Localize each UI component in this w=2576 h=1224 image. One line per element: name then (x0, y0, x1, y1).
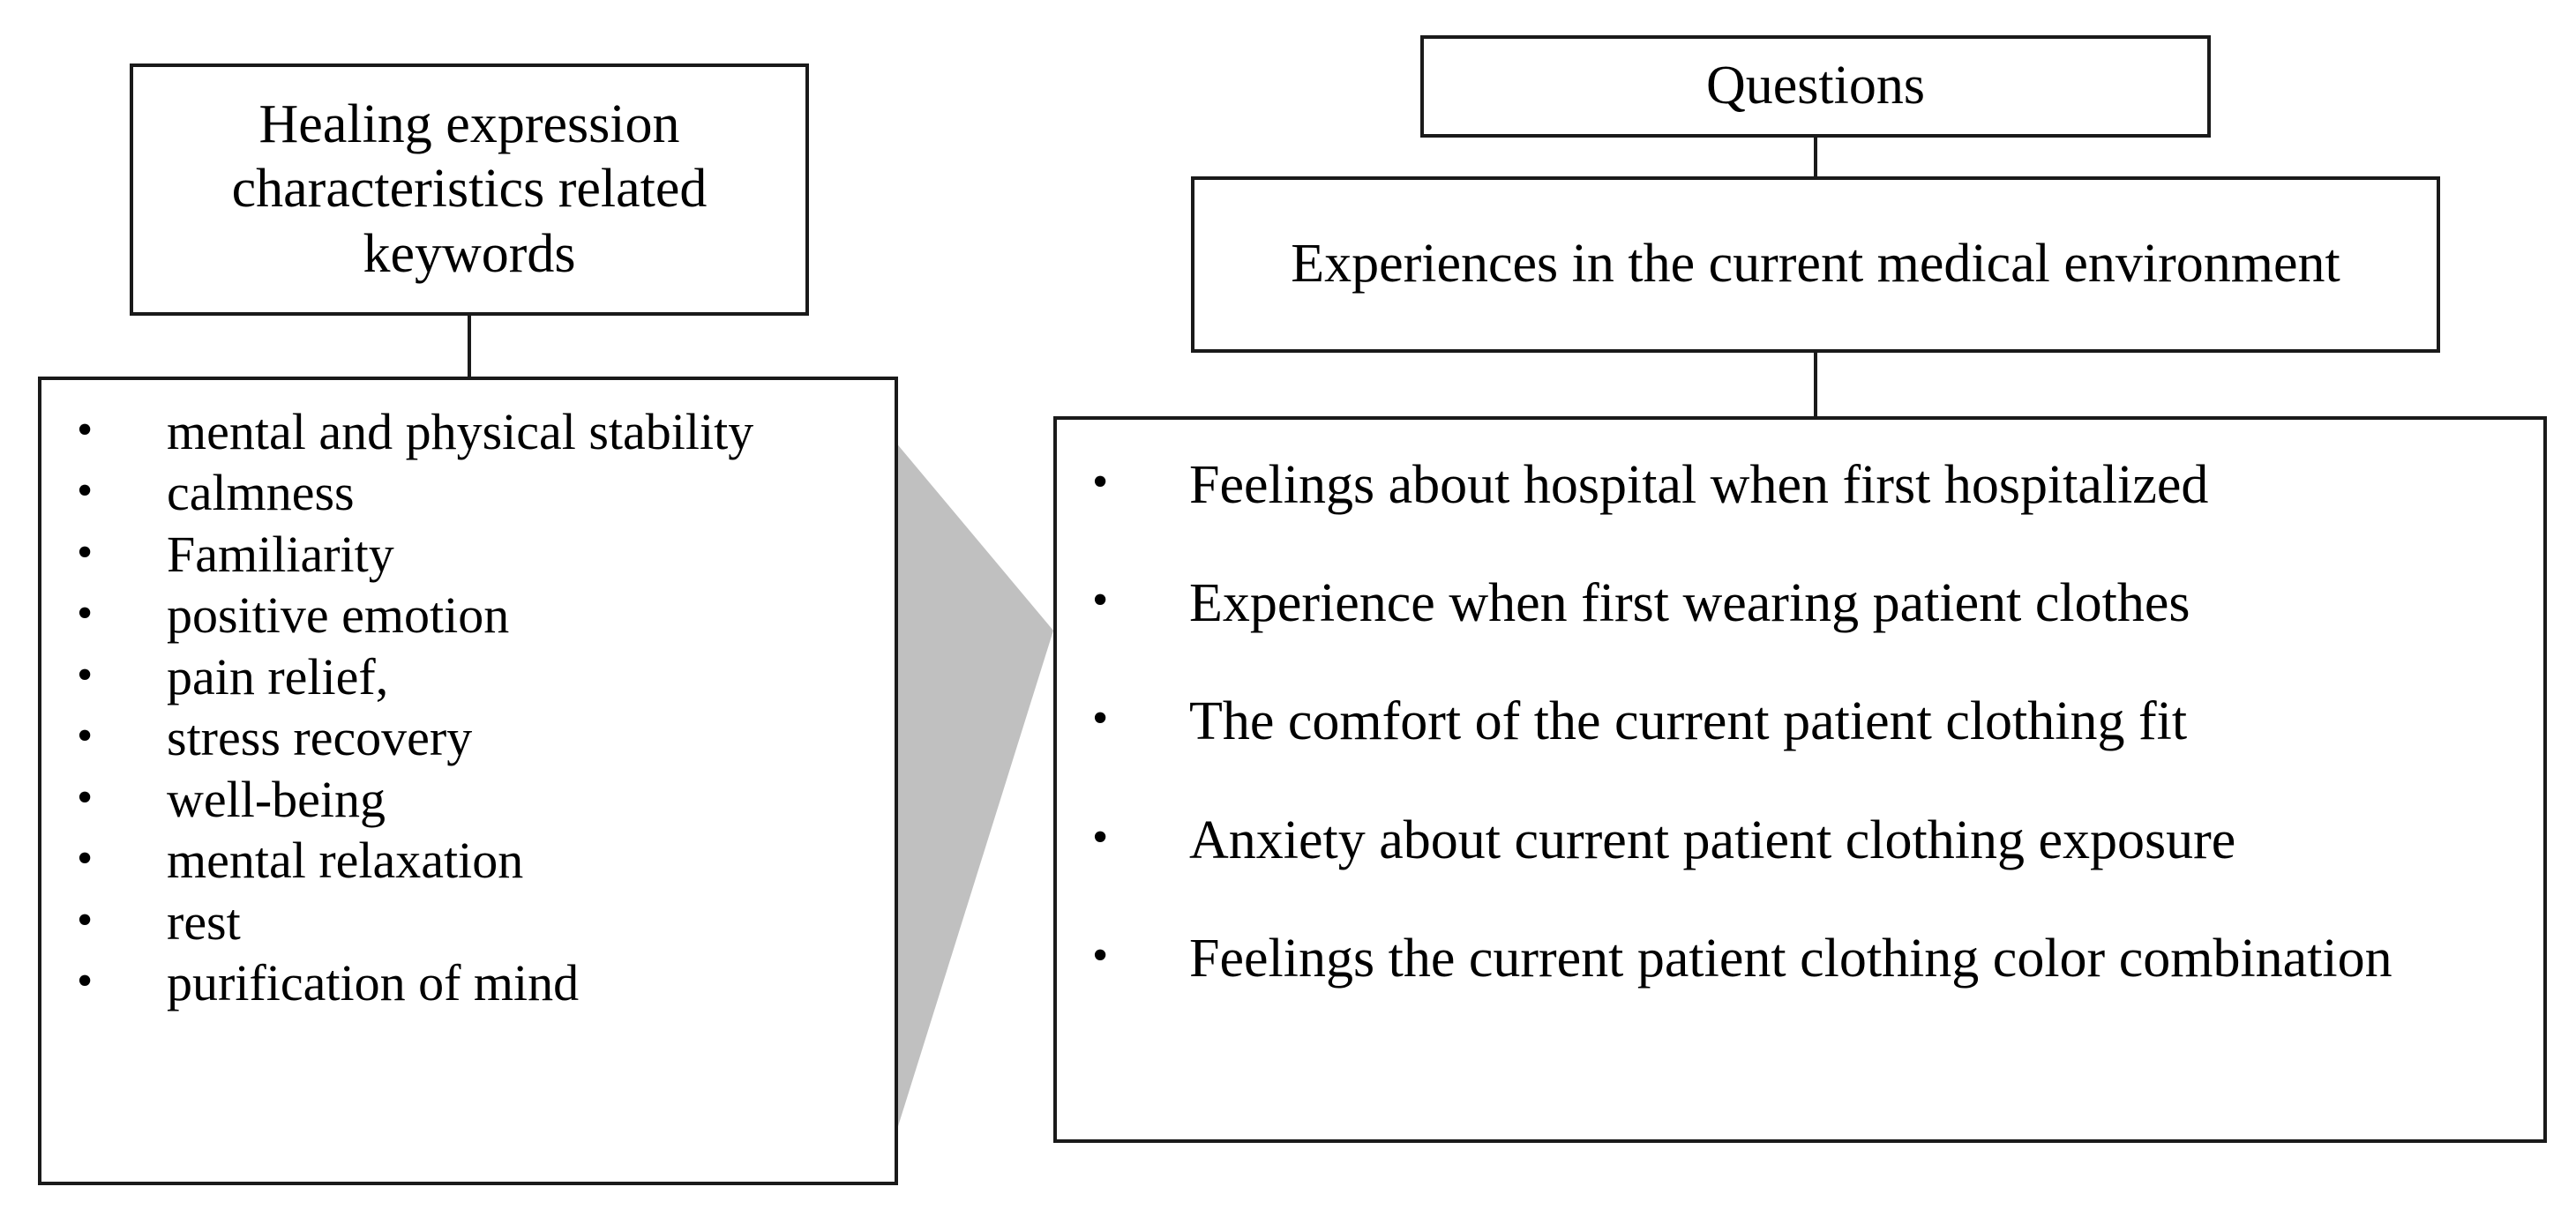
list-item: • calmness (77, 464, 880, 522)
connector-line-experiences-to-questions-list (1814, 349, 1817, 420)
list-item: • mental and physical stability (77, 405, 880, 459)
bullet-dot-icon: • (1092, 811, 1109, 862)
list-item-label: pain relief, (167, 647, 389, 705)
questions-header-box: Questions (1420, 35, 2211, 138)
list-item-label: positive emotion (167, 586, 510, 645)
list-item-label: Familiarity (167, 525, 394, 583)
list-item: • rest (77, 892, 880, 951)
bullet-dot-icon: • (77, 772, 94, 823)
bullet-dot-icon: • (77, 466, 94, 517)
questions-list: • Feelings about hospital when first hos… (1053, 416, 2547, 1143)
list-item: • well-being (77, 772, 880, 826)
list-item: • purification of mind (77, 954, 880, 1012)
list-item-label: Feelings about hospital when first hospi… (1189, 455, 2209, 515)
list-item: • stress recovery (77, 711, 880, 765)
list-item-label: well-being (167, 770, 386, 828)
bullet-dot-icon: • (1092, 929, 1109, 981)
list-item: • Experience when first wearing patient … (1092, 573, 2524, 633)
healing-keywords-header-box: Healing expression characteristics relat… (130, 63, 809, 316)
bullet-dot-icon: • (77, 833, 94, 884)
list-item: • Familiarity (77, 525, 880, 583)
healing-keywords-list-box (38, 377, 898, 1185)
healing-keywords-header-label: Healing expression characteristics relat… (231, 94, 708, 284)
healing-keywords-list: • mental and physical stability • calmne… (38, 377, 898, 1185)
list-item: • pain relief, (77, 647, 880, 705)
list-item-label: Feelings the current patient clothing co… (1189, 928, 2393, 989)
bullet-dot-icon: • (77, 956, 94, 1007)
list-item: • Feelings about hospital when first hos… (1092, 455, 2524, 515)
bullet-dot-icon: • (77, 649, 94, 700)
list-item-label: mental relaxation (167, 832, 524, 890)
list-item-label: Experience when first wearing patient cl… (1189, 573, 2190, 634)
questions-header-label: Questions (1706, 56, 1925, 116)
list-item-label: mental and physical stability (167, 403, 754, 460)
list-item-label: rest (167, 892, 241, 951)
experiences-subheader-box: Experiences in the current medical envir… (1191, 176, 2440, 353)
experiences-subheader-label: Experiences in the current medical envir… (1291, 234, 2340, 295)
connector-line-questions-to-experiences (1814, 134, 1817, 180)
connector-line-healing-to-keywords (468, 312, 471, 380)
bullet-dot-icon: • (1092, 575, 1109, 626)
list-item: • mental relaxation (77, 832, 880, 890)
list-item-label: purification of mind (167, 954, 580, 1012)
right-arrow-icon (895, 441, 1053, 1138)
list-item: • positive emotion (77, 586, 880, 645)
list-item-label: calmness (167, 464, 355, 522)
bullet-dot-icon: • (77, 405, 94, 455)
list-item-label: Anxiety about current patient clothing e… (1189, 810, 2236, 870)
list-item: • Anxiety about current patient clothing… (1092, 810, 2524, 870)
questions-list-box (1053, 416, 2547, 1143)
bullet-dot-icon: • (1092, 457, 1109, 507)
bullet-dot-icon: • (77, 526, 94, 578)
bullet-dot-icon: • (77, 588, 94, 639)
bullet-dot-icon: • (1092, 693, 1109, 744)
list-item: • Feelings the current patient clothing … (1092, 929, 2524, 989)
bullet-dot-icon: • (77, 711, 94, 762)
list-item-label: The comfort of the current patient cloth… (1189, 691, 2188, 752)
list-item-label: stress recovery (167, 709, 473, 767)
bullet-dot-icon: • (77, 894, 94, 945)
list-item: • The comfort of the current patient clo… (1092, 691, 2524, 751)
